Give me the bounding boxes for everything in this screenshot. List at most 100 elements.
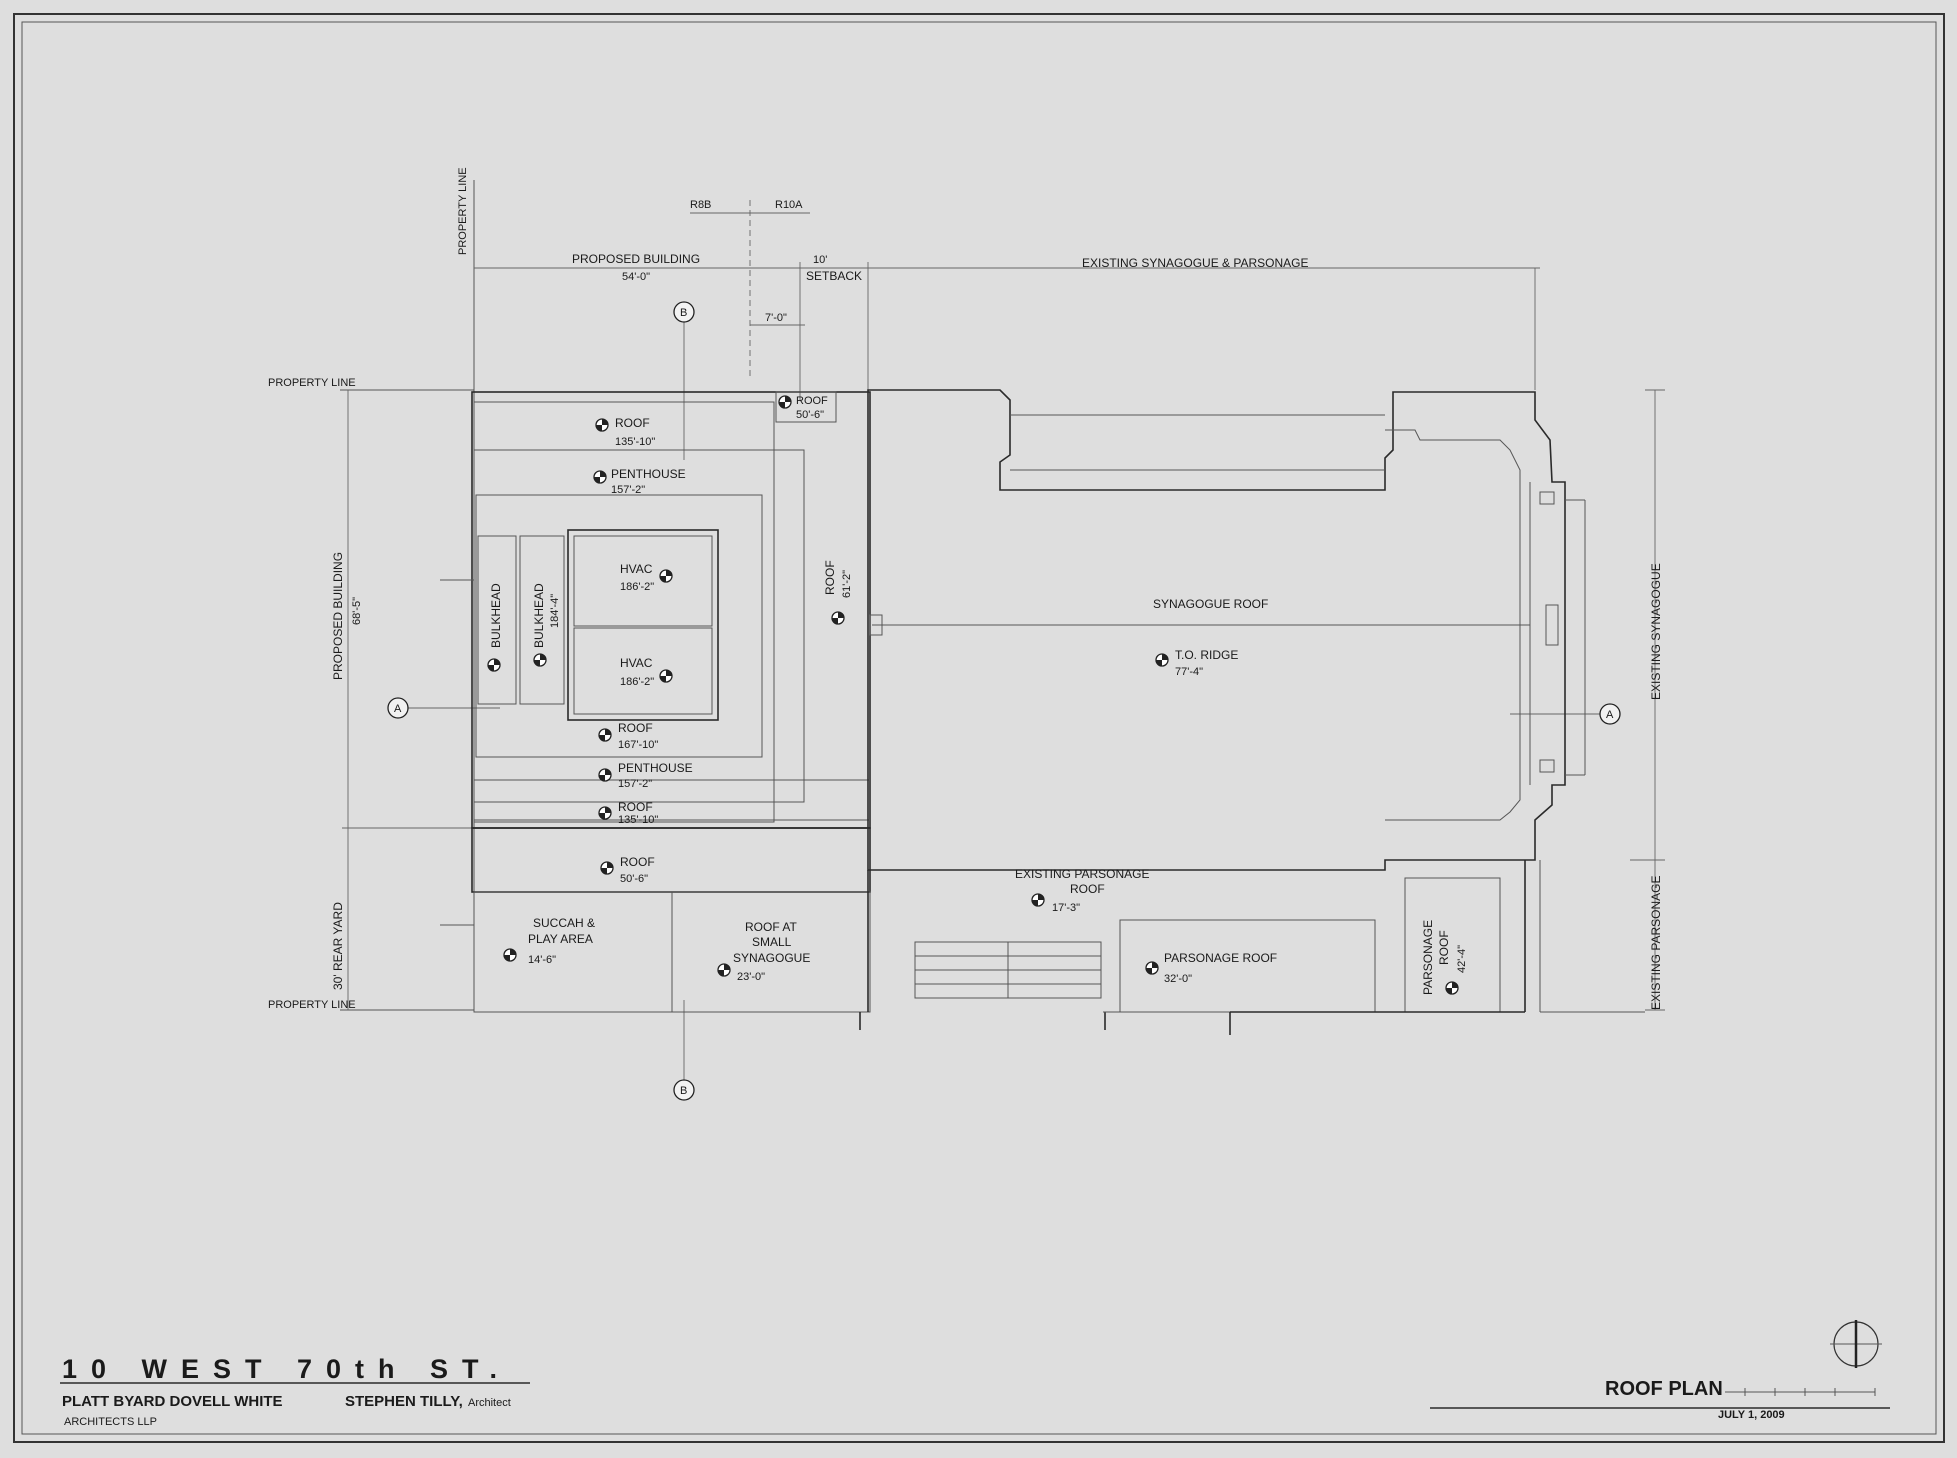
sheet-outer-border [13,13,1945,1443]
svg-text:A: A [1606,709,1614,721]
dimension-right: EXISTING SYNAGOGUE EXISTING PARSONAGE [1630,389,1665,1011]
svg-text:BULKHEAD: BULKHEAD [489,583,503,648]
svg-text:SYNAGOGUE: SYNAGOGUE [733,951,810,965]
svg-text:BULKHEAD: BULKHEAD [532,583,546,648]
svg-text:77'-4": 77'-4" [1175,666,1203,678]
svg-text:157'-2": 157'-2" [611,484,645,496]
dimension-top: PROPOSED BUILDING 54'-0" 10' SETBACK EXI… [474,252,1540,400]
scale-bar [1725,1388,1876,1396]
label-hvac-2: HVAC 186'-2" [620,656,673,688]
sheet-title: ROOF PLAN [1605,1378,1723,1400]
svg-text:HVAC: HVAC [620,562,653,576]
project-address: 10 WEST 70th ST. [62,1354,511,1384]
svg-text:17'-3": 17'-3" [1052,902,1080,914]
svg-text:186'-2": 186'-2" [620,581,654,593]
property-line-label-lower: PROPERTY LINE [268,999,356,1011]
zone-right-label: R10A [775,199,803,211]
svg-text:EXISTING PARSONAGE: EXISTING PARSONAGE [1015,867,1149,881]
section-marker-a-left: A [387,697,500,719]
proposed-building-width-label: PROPOSED BUILDING [572,252,700,266]
svg-text:PLAY AREA: PLAY AREA [528,932,593,946]
label-roof-lower: ROOF 50'-6" [600,855,655,885]
zoning-divider: R8B R10A [690,199,810,380]
svg-text:SYNAGOGUE ROOF: SYNAGOGUE ROOF [1153,597,1268,611]
svg-text:PARSONAGE ROOF: PARSONAGE ROOF [1164,951,1277,965]
svg-text:HVAC: HVAC [620,656,653,670]
svg-text:42'-4": 42'-4" [1456,945,1468,973]
svg-text:61'-2": 61'-2" [841,570,853,598]
label-hvac-1: HVAC 186'-2" [620,562,673,593]
architect-firm: PLATT BYARD DOVELL WHITE [62,1393,283,1410]
setback-value: 10' [813,254,827,266]
existing-synagogue-plan [867,389,1586,871]
label-roof-mid: ROOF 167'-10" [598,721,658,751]
rear-yard-label: 30' REAR YARD [331,902,345,990]
existing-synagogue-parsonage-label: EXISTING SYNAGOGUE & PARSONAGE [1082,256,1309,270]
section-marker-b-bottom: B [673,1000,695,1101]
svg-text:50'-6": 50'-6" [796,409,824,421]
dimension-left: PROPERTY LINE PROPERTY LINE PROPOSED BUI… [268,377,474,1011]
architect-role: Architect [468,1397,511,1409]
svg-text:157'-2": 157'-2" [618,778,652,790]
label-penthouse-bottom: PENTHOUSE 157'-2" [598,761,693,790]
label-existing-parsonage-roof: EXISTING PARSONAGE ROOF 17'-3" [1015,867,1149,914]
svg-text:23'-0": 23'-0" [737,971,765,983]
svg-text:ROOF: ROOF [796,395,828,407]
label-roof-bottom: ROOF 135'-10" [598,800,658,826]
svg-text:A: A [394,703,402,715]
svg-text:184'-4": 184'-4" [549,594,561,628]
architect-name: STEPHEN TILLY, [345,1393,463,1410]
proposed-building-depth-value: 68'-5" [351,597,363,625]
proposed-building-depth-label: PROPOSED BUILDING [331,552,345,680]
svg-text:14'-6": 14'-6" [528,954,556,966]
label-synagogue-roof: SYNAGOGUE ROOF [1153,597,1268,611]
svg-text:ROOF: ROOF [1437,930,1451,965]
svg-text:32'-0": 32'-0" [1164,973,1192,985]
label-bulkhead-1: BULKHEAD [487,583,503,672]
label-parsonage-roof: PARSONAGE ROOF 32'-0" [1145,951,1277,985]
property-line-label-upper: PROPERTY LINE [268,377,356,389]
svg-text:SMALL: SMALL [752,935,792,949]
north-arrow-icon [1830,1320,1882,1368]
svg-text:SUCCAH &: SUCCAH & [533,916,595,930]
svg-text:ROOF: ROOF [1070,882,1105,896]
svg-text:ROOF: ROOF [618,721,653,735]
svg-text:PARSONAGE: PARSONAGE [1421,920,1435,995]
svg-text:B: B [680,1085,687,1097]
label-to-ridge: T.O. RIDGE 77'-4" [1155,648,1238,678]
svg-text:ROOF AT: ROOF AT [745,920,797,934]
proposed-building-width-value: 54'-0" [622,271,650,283]
svg-text:ROOF: ROOF [823,560,837,595]
svg-text:135'-10": 135'-10" [615,436,655,448]
proposed-building-plan [440,391,871,1013]
sheet-date: JULY 1, 2009 [1718,1409,1785,1421]
svg-text:50'-6": 50'-6" [620,873,648,885]
label-bulkhead-2: BULKHEAD 184'-4" [532,583,561,667]
svg-text:186'-2": 186'-2" [620,676,654,688]
setback-label: SETBACK [806,269,862,283]
label-penthouse-top: PENTHOUSE 157'-2" [593,467,686,496]
existing-parsonage-plan [859,860,1645,1035]
label-roof-side: ROOF 61'-2" [823,560,853,625]
zone-left-label: R8B [690,199,711,211]
svg-text:PENTHOUSE: PENTHOUSE [618,761,693,775]
label-roof-small-synagogue: ROOF AT SMALL SYNAGOGUE 23'-0" [717,920,810,983]
label-parsonage-roof-vertical: PARSONAGE ROOF 42'-4" [1421,920,1468,995]
svg-text:135'-10": 135'-10" [618,814,658,826]
label-succah-play-area: SUCCAH & PLAY AREA 14'-6" [503,916,595,966]
architect-firm-sub: ARCHITECTS LLP [64,1416,157,1428]
svg-text:ROOF: ROOF [618,800,653,814]
svg-text:B: B [680,307,687,319]
section-marker-b-top: B [673,301,695,460]
svg-text:167'-10": 167'-10" [618,739,658,751]
inner-offset-value: 7'-0" [765,312,787,324]
svg-text:ROOF: ROOF [615,416,650,430]
svg-text:ROOF: ROOF [620,855,655,869]
existing-synagogue-label: EXISTING SYNAGOGUE [1649,563,1663,700]
svg-text:T.O. RIDGE: T.O. RIDGE [1175,648,1238,662]
property-line-label-top: PROPERTY LINE [457,167,469,255]
svg-text:PENTHOUSE: PENTHOUSE [611,467,686,481]
existing-parsonage-label: EXISTING PARSONAGE [1649,876,1663,1010]
